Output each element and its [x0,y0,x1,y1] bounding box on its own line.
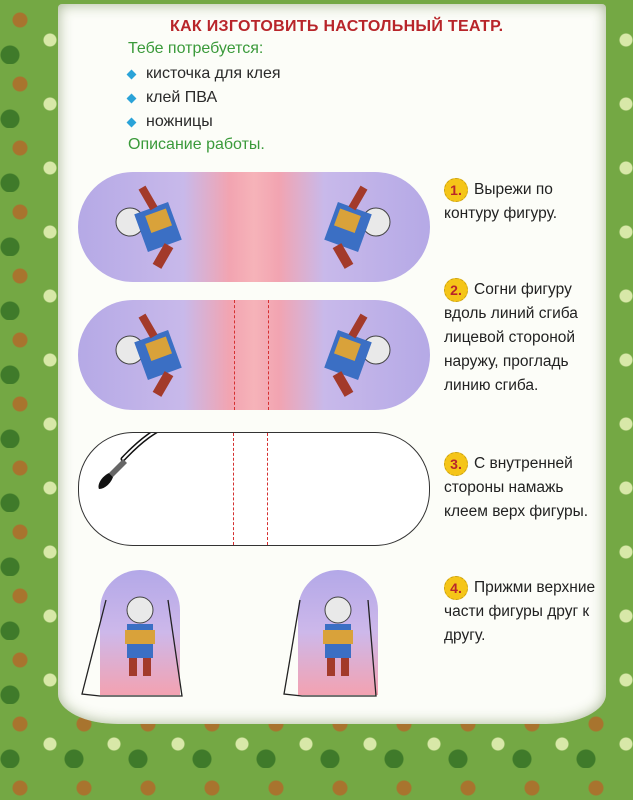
step-number-badge: 4. [444,576,468,600]
list-item: клей ПВА [126,86,281,110]
step-number-badge: 2. [444,278,468,302]
step-text: Вырежи по контуру фигуру. [444,181,558,223]
fold-line [234,300,235,410]
step-number-badge: 3. [444,452,468,476]
bullet-icon [126,69,137,79]
page-title: КАК ИЗГОТОВИТЬ НАСТОЛЬНЫЙ ТЕАТР. [170,18,504,35]
stand-support-lines [283,599,377,697]
step-3: 3.С внутренней стороны намажь клеем верх… [444,452,604,524]
step-2: 2.Согни фигуру вдоль линий сгиба лицевой… [444,278,604,398]
bullet-icon [126,117,137,127]
fold-line [268,300,269,410]
brush-icon [98,433,158,489]
bullet-icon [126,93,137,103]
cat-figure-icon [323,596,353,676]
description-label: Описание работы. [128,136,265,153]
step-4: 4.Прижми верхние части фигуры друг к дру… [444,576,604,648]
material-label: клей ПВА [146,89,218,106]
fold-line [267,433,268,545]
step-text: Согни фигуру вдоль линий сгиба лицевой с… [444,281,578,395]
cat-figure-icon [324,313,391,397]
step-text: Прижми верхние части фигуры друг к другу… [444,579,596,645]
figure-card-glue [78,432,430,546]
step-1: 1.Вырежи по контуру фигуру. [444,178,604,226]
step-number-badge: 1. [444,178,468,202]
stand-support-lines [81,599,183,697]
cat-figure-icon [115,185,182,269]
material-label: ножницы [146,113,213,130]
list-item: ножницы [126,110,281,134]
fold-line [233,433,234,545]
step-text: С внутренней стороны намажь клеем верх ф… [444,455,589,521]
figure-card-cutout [78,172,430,282]
needs-label: Тебе потребуется: [128,40,264,57]
figure-card-fold [78,300,430,410]
cat-figure-icon [324,185,391,269]
list-item: кисточка для клея [126,62,281,86]
cat-figure-icon [115,313,182,397]
material-label: кисточка для клея [146,65,281,82]
materials-list: кисточка для клея клей ПВА ножницы [126,62,281,134]
cat-figure-icon [125,596,155,676]
